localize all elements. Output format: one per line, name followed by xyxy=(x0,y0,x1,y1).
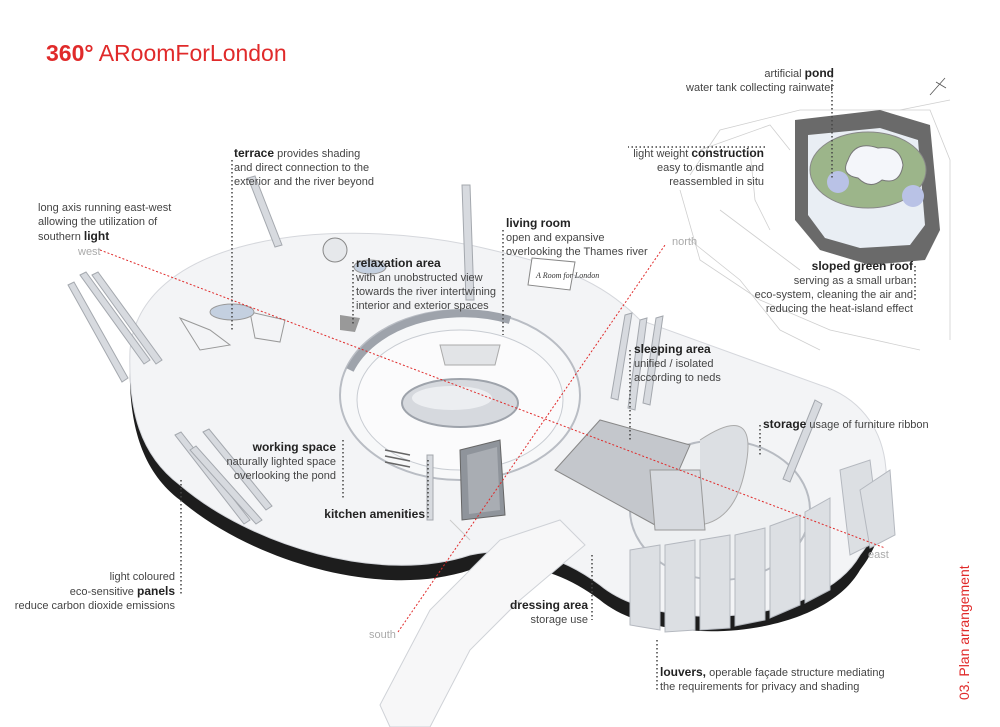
direction-south: south xyxy=(369,629,396,641)
columns xyxy=(67,175,823,525)
title-name: ARoomForLondon xyxy=(98,40,287,66)
direction-east: east xyxy=(868,549,889,561)
pond-shape xyxy=(845,145,904,185)
annotation-dressing-area: dressing area storage use xyxy=(509,598,588,626)
sign-text: A Room for London xyxy=(535,271,599,280)
page-title: 360° ARoomForLondon xyxy=(46,40,287,67)
annotation-kitchen: kitchen amenities xyxy=(324,507,425,521)
sign-board xyxy=(527,257,576,291)
walkway xyxy=(379,519,586,727)
title-prefix: 360° xyxy=(46,40,94,66)
leader-lines xyxy=(180,72,916,690)
terrace-chairs xyxy=(178,311,286,351)
annotation-pond: artificial pond water tank collecting ra… xyxy=(686,66,834,94)
direction-west: west xyxy=(78,246,101,258)
louvers xyxy=(629,459,896,633)
section-label: 03. Plan arrangement xyxy=(956,565,972,700)
annotation-living-room: living room open and expansive overlooki… xyxy=(506,216,648,258)
annotation-panels: light coloured eco-sensitive panels redu… xyxy=(14,571,175,612)
site-map xyxy=(679,99,951,351)
annotation-louvers: louvers, operable façade structure media… xyxy=(660,665,885,693)
annotation-green-roof: sloped green roof serving as a small urb… xyxy=(754,259,913,315)
annotation-construction: light weight construction easy to disman… xyxy=(633,146,764,188)
annotation-terrace: terrace provides shading and direct conn… xyxy=(234,146,375,188)
annotation-storage: storage usage of furniture ribbon xyxy=(763,417,929,431)
annotation-sleeping-area: sleeping area unified / isolated accordi… xyxy=(634,342,721,384)
annotation-light: long axis running east-west allowing the… xyxy=(38,202,172,243)
annotation-relaxation-area: relaxation area with an unobstructed vie… xyxy=(356,256,497,312)
direction-north: north xyxy=(672,236,698,248)
annotation-working-space: working space naturally lighted space ov… xyxy=(226,440,336,482)
